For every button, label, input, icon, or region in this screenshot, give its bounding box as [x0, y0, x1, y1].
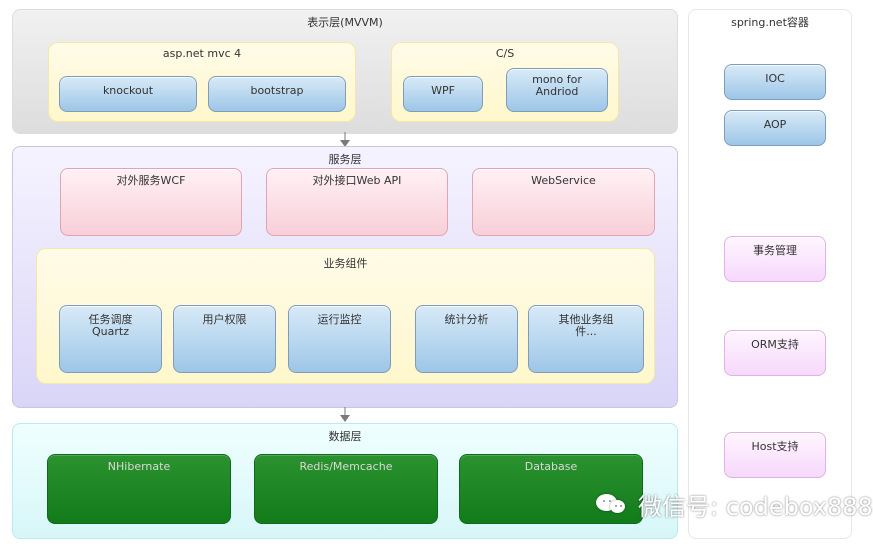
- quartz-box: 任务调度 Quartz: [59, 305, 162, 373]
- knockout-box: knockout: [59, 76, 197, 112]
- database-box: Database: [459, 454, 643, 524]
- wechat-eye-2: [609, 500, 611, 502]
- data-layer-title: 数据层: [328, 430, 362, 443]
- mono-for-android-box: mono for Andriod: [506, 68, 608, 112]
- wechat-eye-4: [620, 505, 622, 507]
- mono-for-android-label: mono for Andriod: [532, 73, 582, 98]
- aspnet-mvc-title: asp.net mvc 4: [162, 47, 242, 60]
- transaction-management-label: 事务管理: [753, 244, 797, 257]
- spring-container-title: spring.net容器: [731, 16, 809, 29]
- bootstrap-label: bootstrap: [250, 84, 304, 97]
- presentation-layer-title: 表示层(MVVM): [307, 16, 383, 29]
- statistics-analysis-box: 统计分析: [415, 305, 518, 373]
- orm-support-box: ORM支持: [724, 330, 826, 376]
- webservice-box: WebService: [472, 168, 655, 236]
- redis-memcache-box: Redis/Memcache: [254, 454, 438, 524]
- aop-label: AOP: [763, 118, 787, 131]
- runtime-monitor-box: 运行监控: [288, 305, 391, 373]
- down-arrow-icon: [340, 132, 350, 147]
- wechat-eye-1: [603, 500, 605, 502]
- web-api-box: 对外接口Web API: [266, 168, 448, 236]
- other-business-components-box: 其他业务组 件...: [528, 305, 644, 373]
- wpf-label: WPF: [431, 84, 455, 97]
- nhibernate-label: NHibernate: [107, 460, 171, 473]
- wechat-watermark-text: 微信号: codebox888: [638, 492, 873, 521]
- nhibernate-box: NHibernate: [47, 454, 231, 524]
- redis-memcache-label: Redis/Memcache: [299, 460, 393, 473]
- user-permission-box: 用户权限: [173, 305, 276, 373]
- wechat-watermark: 微信号: codebox888: [594, 489, 873, 521]
- orm-support-label: ORM支持: [751, 338, 799, 351]
- webservice-label: WebService: [531, 174, 596, 187]
- wpf-box: WPF: [403, 76, 483, 112]
- wcf-service-label: 对外服务WCF: [116, 174, 186, 187]
- aop-box: AOP: [724, 110, 826, 146]
- cs-title: C/S: [495, 47, 515, 60]
- wechat-bubble-small: [610, 500, 625, 513]
- transaction-management-box: 事务管理: [724, 236, 826, 282]
- wechat-eye-3: [615, 505, 617, 507]
- web-api-label: 对外接口Web API: [312, 174, 402, 187]
- statistics-analysis-label: 统计分析: [444, 313, 489, 326]
- other-business-components-label: 其他业务组 件...: [558, 313, 614, 338]
- bootstrap-box: bootstrap: [208, 76, 346, 112]
- host-support-box: Host支持: [724, 432, 826, 478]
- ioc-label: IOC: [765, 72, 785, 85]
- wechat-icon: [594, 490, 630, 518]
- quartz-label: 任务调度 Quartz: [88, 313, 133, 338]
- wcf-service-box: 对外服务WCF: [60, 168, 242, 236]
- down-arrow-icon: [340, 407, 350, 422]
- host-support-label: Host支持: [751, 440, 799, 453]
- runtime-monitor-label: 运行监控: [317, 313, 362, 326]
- user-permission-label: 用户权限: [202, 313, 247, 326]
- knockout-label: knockout: [102, 84, 154, 97]
- ioc-box: IOC: [724, 64, 826, 100]
- database-label: Database: [524, 460, 578, 473]
- business-components-title: 业务组件: [323, 257, 368, 270]
- service-layer-title: 服务层: [328, 153, 362, 166]
